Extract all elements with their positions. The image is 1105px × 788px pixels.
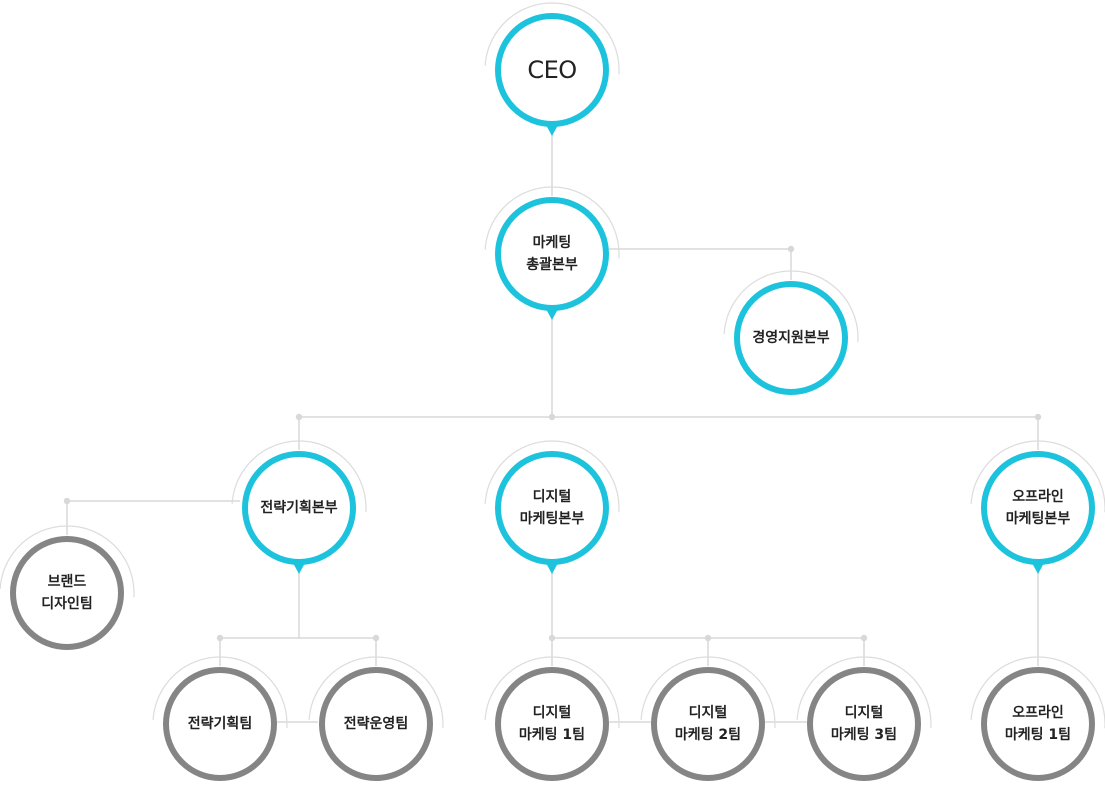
connector-lines (63, 128, 1042, 723)
junction-dot-9 (860, 634, 868, 642)
junction-dot-7 (548, 634, 556, 642)
marketing_hq-pointer (546, 309, 558, 320)
brand_design_team-halo-arc-left (0, 530, 43, 589)
node-circles (10, 13, 1095, 781)
offline_marketing_div-pointer (1032, 563, 1044, 574)
digital_marketing_team_2-halo-arc (683, 656, 776, 729)
strategy_operation_team-halo-arc (351, 656, 444, 729)
management_support-halo-arc (766, 270, 859, 343)
ceo-circle (495, 13, 609, 127)
digital_marketing_team_3-halo-arc (839, 656, 932, 729)
management_support-circle (734, 281, 848, 395)
offline_marketing_team_1-halo-arc (1013, 656, 1105, 729)
strategy_planning_div-halo-arc (274, 440, 367, 513)
strategy_planning_team-circle (163, 667, 277, 781)
digital_marketing_team_2-halo-arc-left (640, 661, 684, 720)
digital_marketing_team_1-halo-arc-left (484, 661, 528, 720)
management_support-halo-arc-left (723, 275, 767, 334)
junction-dot-4 (63, 497, 71, 505)
strategy_planning_div-circle (242, 451, 356, 565)
ceo-halo-arc (527, 2, 620, 75)
junction-dot-2 (548, 413, 556, 421)
brand_design_team-circle (10, 536, 124, 650)
digital_marketing_team_1-halo-arc (527, 656, 620, 729)
digital_marketing_div-pointer (546, 563, 558, 574)
offline_marketing_div-circle (981, 451, 1095, 565)
digital_marketing_team_1-circle (495, 667, 609, 781)
offline_marketing_div-halo-arc (1013, 440, 1105, 513)
offline_marketing_div-halo-arc-left (970, 445, 1014, 504)
junction-dot-5 (216, 634, 224, 642)
digital_marketing_team_2-circle (651, 667, 765, 781)
junction-dot-1 (295, 413, 303, 421)
strategy_planning_team-halo-arc (195, 656, 288, 729)
ceo-pointer (546, 125, 558, 136)
strategy_operation_team-halo-arc-left (308, 661, 352, 720)
marketing_hq-halo-arc-left (484, 191, 528, 250)
ceo-halo-arc-left (484, 7, 528, 66)
junction-dot-6 (372, 634, 380, 642)
node-halos (0, 2, 1105, 729)
digital_marketing_div-halo-arc (527, 440, 620, 513)
junction-dot-8 (704, 634, 712, 642)
offline_marketing_team_1-halo-arc-left (970, 661, 1014, 720)
strategy_planning_div-pointer (293, 563, 305, 574)
strategy_planning_div-halo-arc-left (231, 445, 275, 504)
marketing_hq-circle (495, 197, 609, 311)
offline_marketing_team_1-circle (981, 667, 1095, 781)
junction-dot-3 (1034, 413, 1042, 421)
junction-dot-0 (787, 245, 795, 253)
digital_marketing_div-halo-arc-left (484, 445, 528, 504)
strategy_operation_team-circle (319, 667, 433, 781)
digital_marketing_div-circle (495, 451, 609, 565)
brand_design_team-halo-arc (42, 525, 135, 598)
strategy_planning_team-halo-arc-left (152, 661, 196, 720)
digital_marketing_team_3-halo-arc-left (796, 661, 840, 720)
marketing_hq-halo-arc (527, 186, 620, 259)
digital_marketing_team_3-circle (807, 667, 921, 781)
